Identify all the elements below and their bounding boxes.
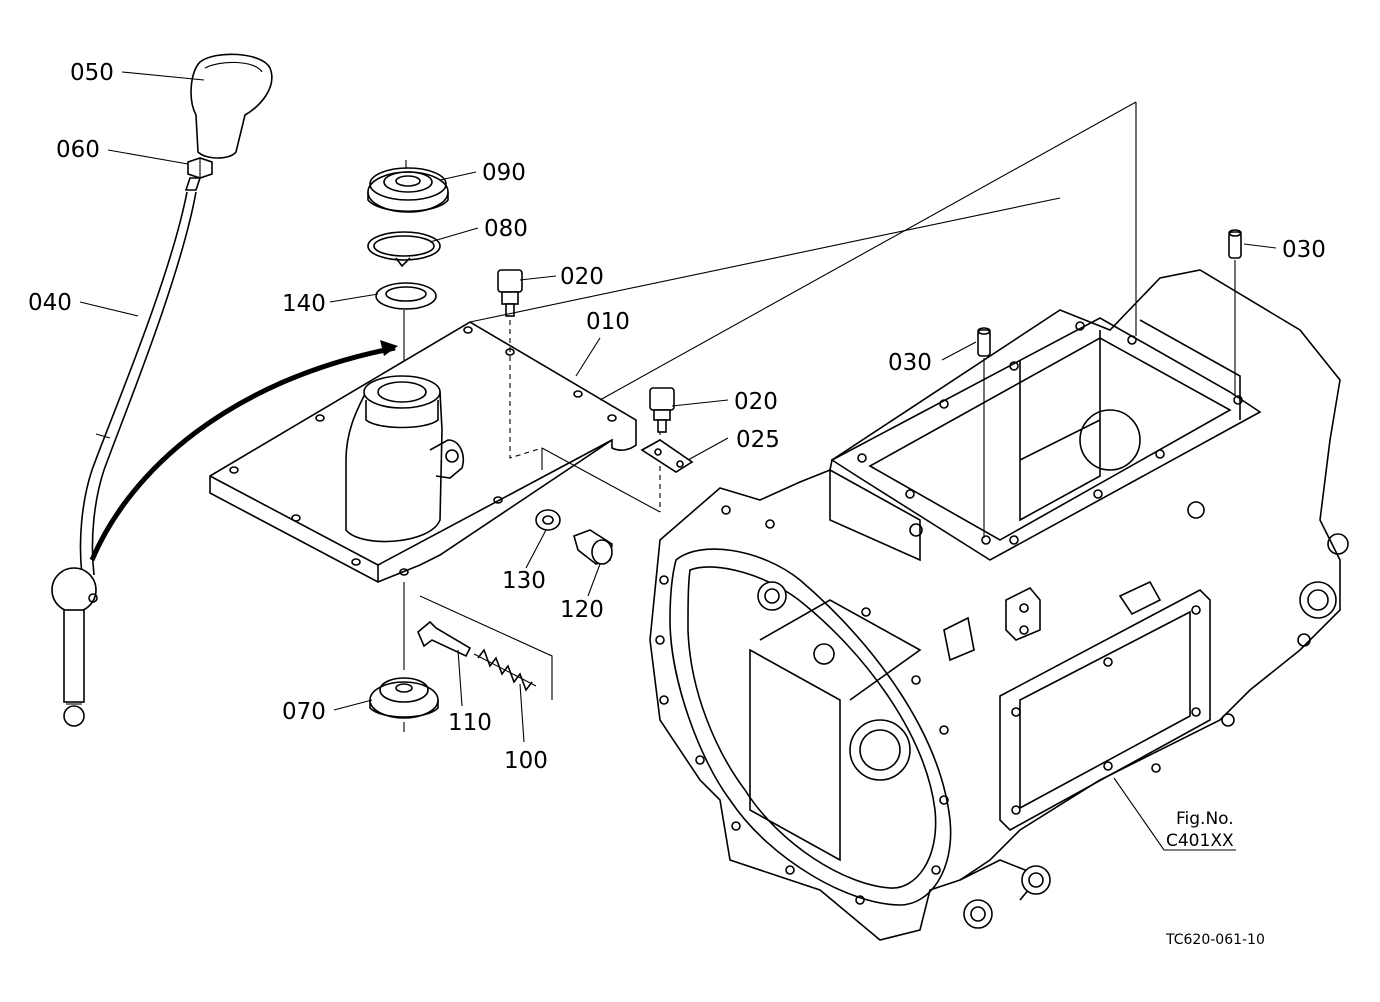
label-100: 100	[504, 748, 548, 774]
spring-100[interactable]	[473, 648, 537, 692]
drawing-reference: TC620-061-10	[1165, 932, 1265, 948]
label-140: 140	[282, 291, 326, 317]
label-120: 120	[560, 597, 604, 623]
plug-020-upper[interactable]	[497, 269, 523, 317]
label-030-left: 030	[888, 350, 932, 376]
dowel-pin-030-right[interactable]	[1228, 229, 1242, 259]
plate-025[interactable]	[640, 439, 694, 473]
label-130: 130	[502, 568, 546, 594]
dowel-pin-030-left[interactable]	[977, 327, 991, 357]
transmission-case[interactable]	[649, 269, 1349, 941]
label-080: 080	[484, 216, 528, 242]
label-060: 060	[56, 137, 100, 163]
lock-nut[interactable]	[187, 157, 213, 179]
washer-140[interactable]	[375, 282, 437, 310]
shift-lever[interactable]	[51, 177, 202, 727]
label-110: 110	[448, 710, 492, 736]
label-010: 010	[586, 309, 630, 335]
cover-plate[interactable]	[209, 321, 637, 583]
shift-knob[interactable]	[190, 53, 273, 159]
label-030-right: 030	[1282, 237, 1326, 263]
label-090: 090	[482, 160, 526, 186]
label-050: 050	[70, 60, 114, 86]
seal-090[interactable]	[367, 167, 449, 213]
label-070: 070	[282, 699, 326, 725]
leader-lines	[79, 71, 1277, 851]
label-025: 025	[736, 427, 780, 453]
plug-020-lower[interactable]	[649, 387, 675, 433]
fig-label: Fig.No.	[1176, 809, 1234, 829]
install-arrow	[89, 345, 396, 561]
label-040: 040	[28, 290, 72, 316]
fig-number: C401XX	[1166, 831, 1234, 851]
label-020-upper: 020	[560, 264, 604, 290]
arrow-head	[380, 340, 398, 356]
pin-110[interactable]	[417, 620, 472, 658]
snap-ring-080[interactable]	[367, 231, 441, 268]
bolt-120[interactable]	[573, 529, 613, 565]
seal-130[interactable]	[535, 509, 561, 531]
seal-070[interactable]	[369, 677, 439, 719]
label-020-lower: 020	[734, 389, 778, 415]
